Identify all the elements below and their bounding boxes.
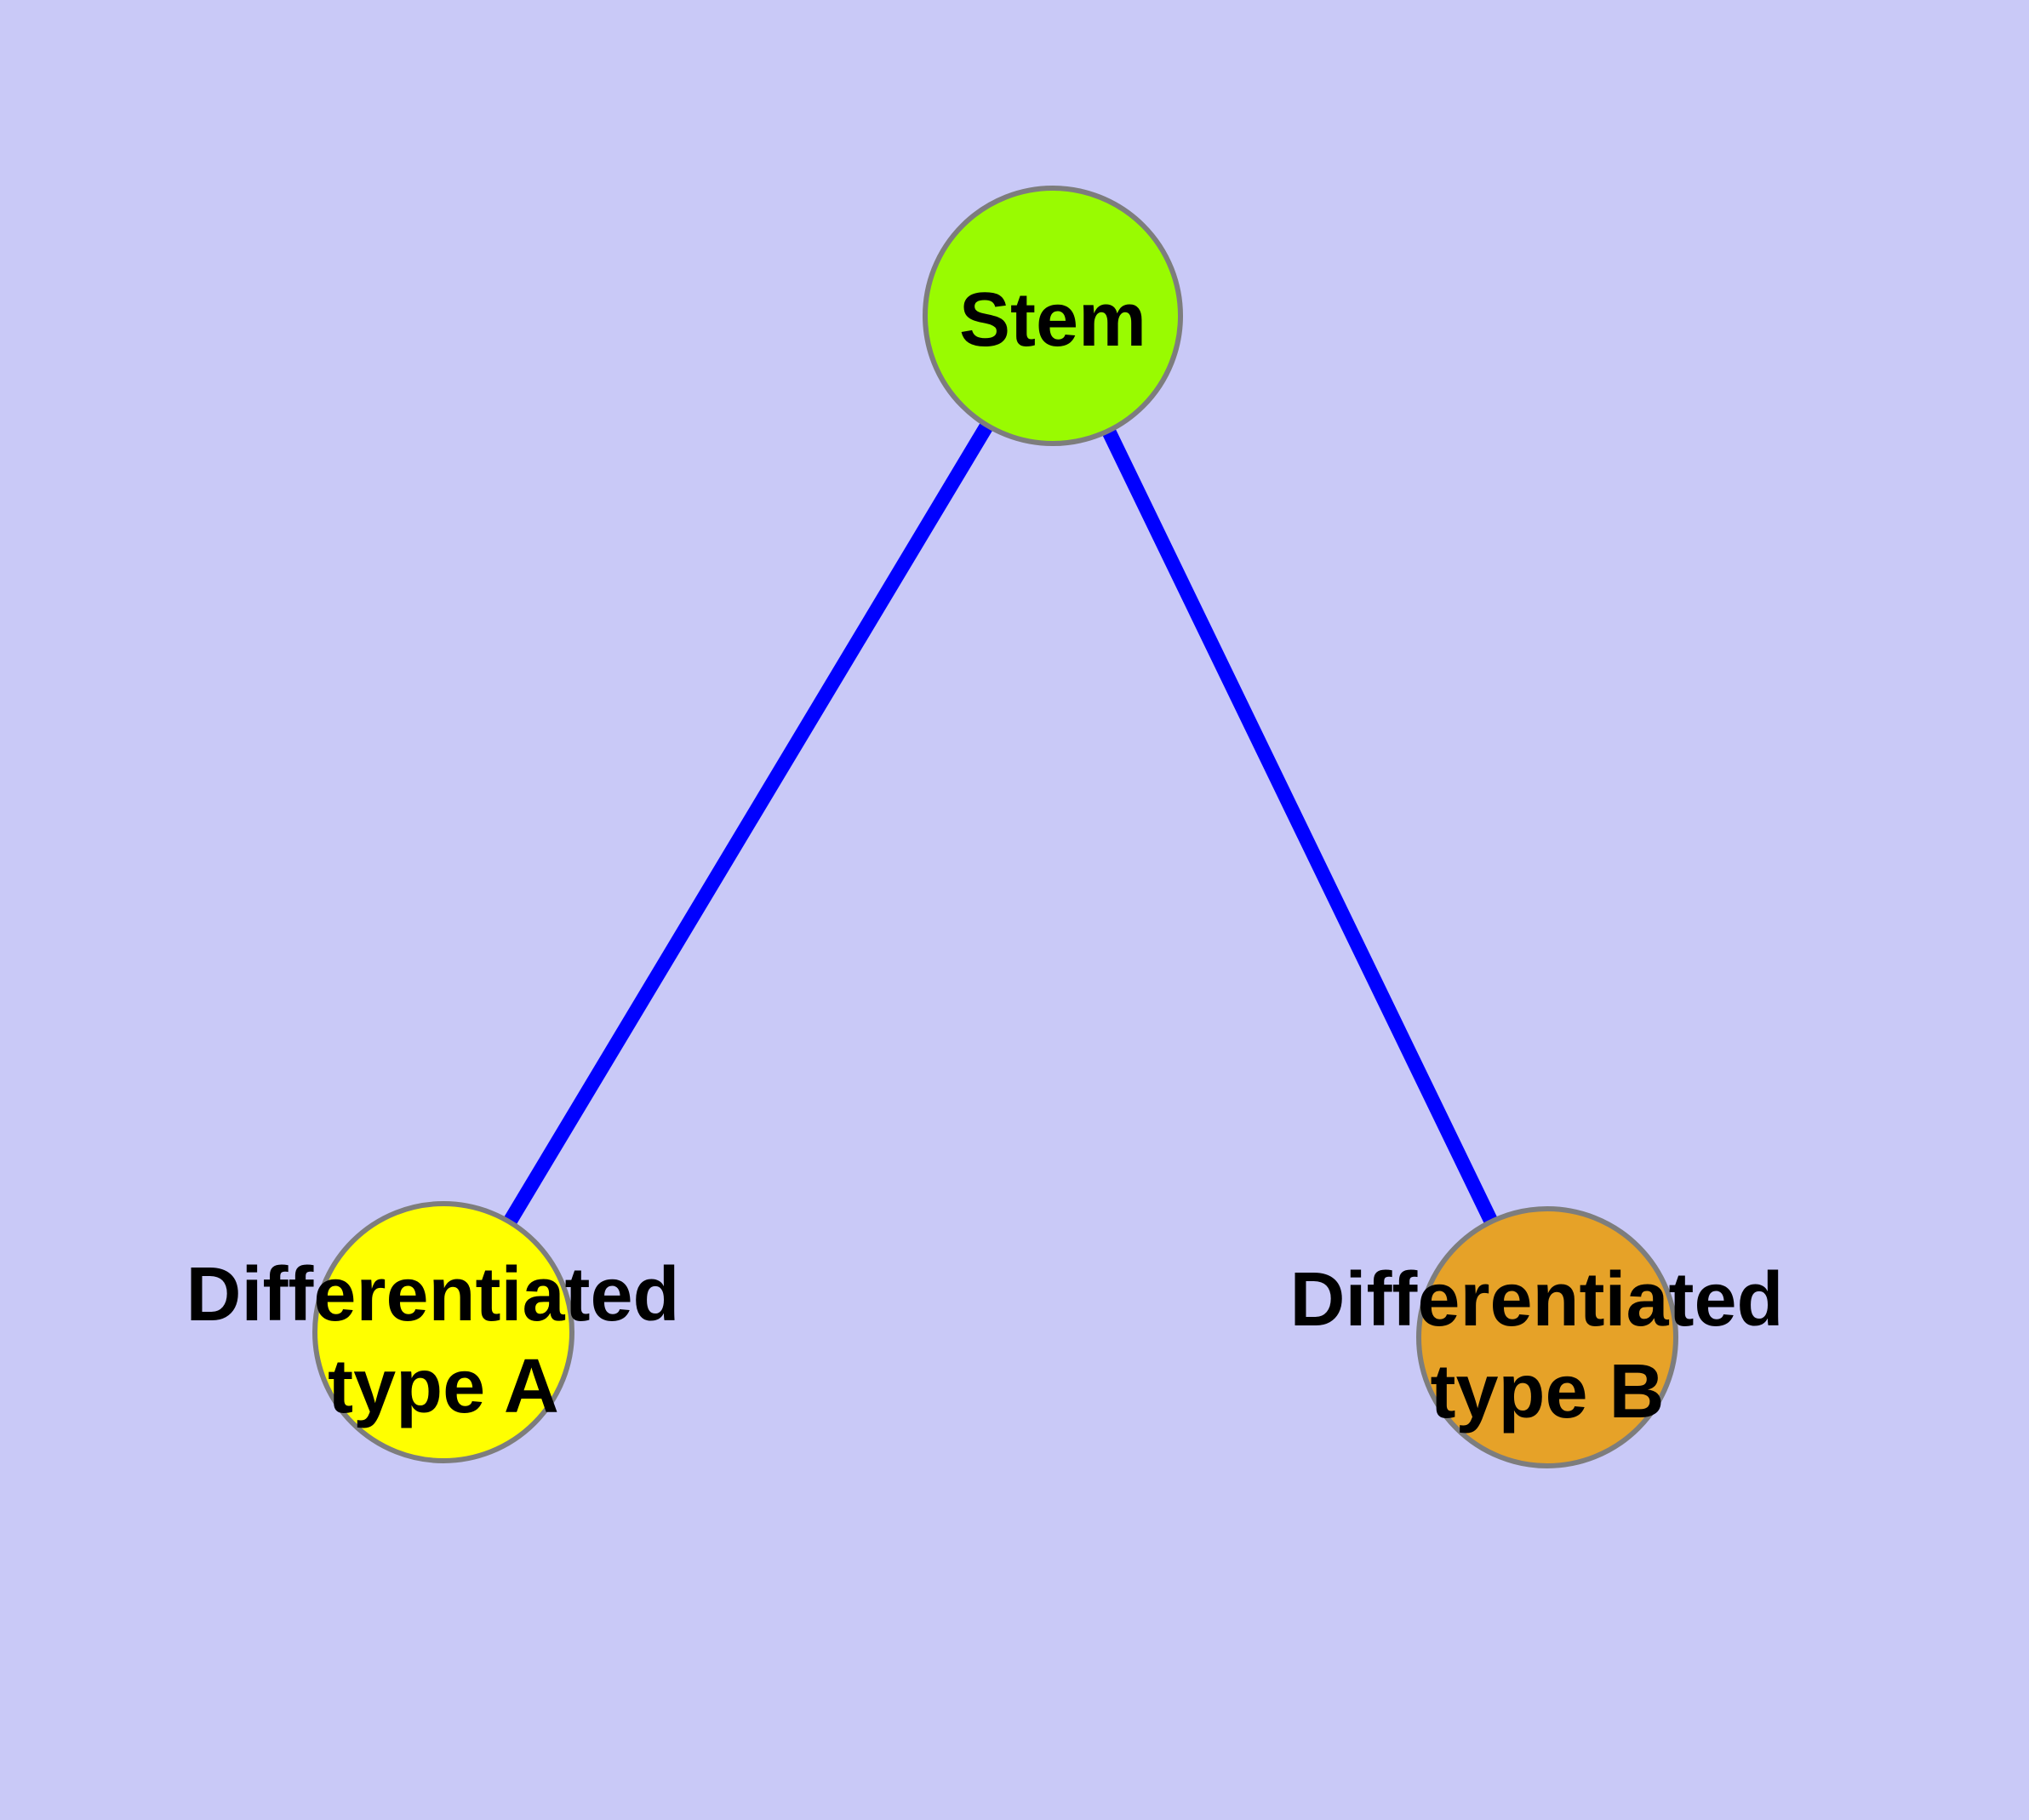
node-stem-label: Stem [959, 278, 1146, 363]
node-differentiated-type-a-label: Differentiated type A [186, 1252, 700, 1429]
type-a-label-line-1: Differentiated [186, 1252, 679, 1337]
edge-stem-to-type-a [437, 312, 1060, 1336]
type-a-label-line-2: type A [328, 1344, 559, 1429]
node-differentiated-type-b [1416, 1206, 1678, 1468]
node-stem [923, 186, 1183, 446]
edge-stem-to-type-b [1046, 312, 1554, 1341]
node-differentiated-type-b-label: Differentiated type B [1289, 1257, 1804, 1434]
type-b-label-line-2: type B [1430, 1349, 1664, 1434]
node-differentiated-type-a [312, 1201, 574, 1463]
type-b-label-line-1: Differentiated [1289, 1257, 1783, 1342]
